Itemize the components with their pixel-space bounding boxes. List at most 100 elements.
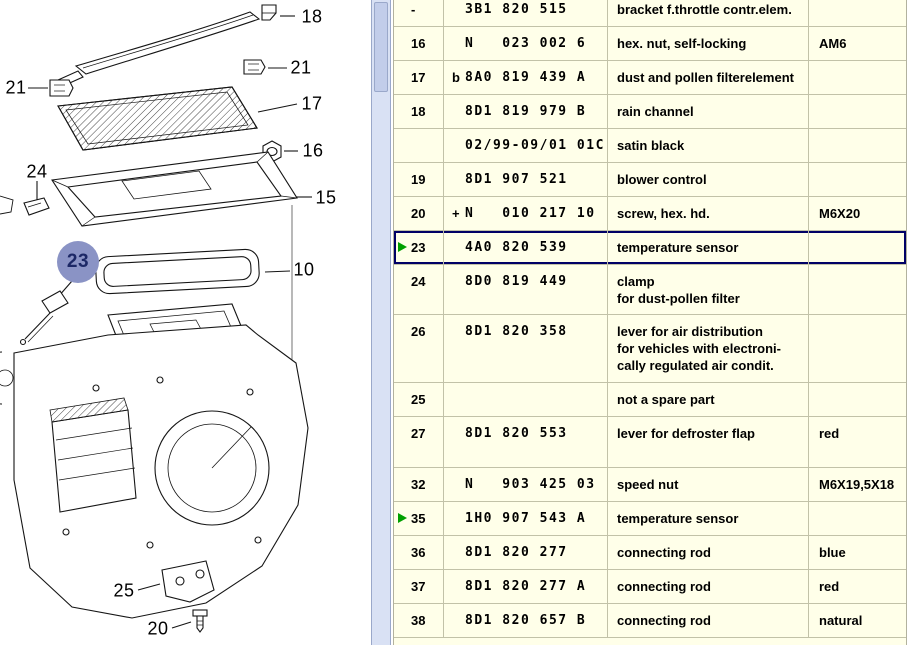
cell-description: clamp for dust-pollen filter bbox=[608, 265, 809, 314]
cell-position: 36 bbox=[394, 536, 444, 569]
cell-description: not a spare part bbox=[608, 383, 809, 416]
cell-remark bbox=[809, 61, 906, 94]
cell-description: connecting rod bbox=[608, 570, 809, 603]
cell-remark: natural bbox=[819, 613, 863, 628]
position-number: 32 bbox=[411, 477, 426, 492]
scrollbar-thumb[interactable] bbox=[374, 2, 388, 92]
part-flag bbox=[452, 544, 465, 567]
part-flag: + bbox=[452, 206, 460, 221]
diagram-callout-24[interactable]: 24 bbox=[26, 161, 48, 182]
diagram-callout-15[interactable]: 15 bbox=[315, 187, 337, 208]
cell-remark bbox=[809, 231, 906, 264]
diagram-callout-23[interactable]: 23 bbox=[57, 241, 99, 283]
table-row[interactable]: 37 8D1 820 277 A connecting rod red bbox=[394, 570, 906, 604]
cell-position: 16 bbox=[394, 27, 444, 60]
part-flag bbox=[452, 476, 465, 499]
part-number: 4A0 820 539 bbox=[465, 240, 568, 255]
cell-description: lever for defroster flap bbox=[608, 417, 809, 467]
part-number: 3B1 820 515 bbox=[465, 2, 568, 17]
cell-description: blower control bbox=[608, 163, 809, 196]
cell-remark bbox=[809, 265, 906, 314]
cell-position: 17 bbox=[394, 61, 444, 94]
position-number: 16 bbox=[411, 36, 426, 51]
part-flag bbox=[452, 137, 465, 160]
cell-position bbox=[394, 129, 444, 162]
cell-remark bbox=[809, 163, 906, 196]
diagram-callout-16[interactable]: 16 bbox=[302, 140, 324, 161]
part-flag bbox=[452, 273, 465, 312]
diagram-callout-21[interactable]: 21 bbox=[290, 57, 312, 78]
part-number: 8D1 819 979 B bbox=[465, 104, 587, 119]
part-flag bbox=[452, 578, 465, 601]
position-number: 23 bbox=[411, 240, 426, 255]
vertical-scrollbar[interactable] bbox=[371, 0, 391, 645]
cell-part-number: 3B1 820 515 bbox=[444, 0, 608, 26]
clip-18-part bbox=[261, 4, 295, 21]
cell-part-number: N 023 002 6 bbox=[444, 27, 608, 60]
position-number: 24 bbox=[411, 274, 426, 289]
diagram-callout-18[interactable]: 18 bbox=[301, 6, 323, 27]
diagram-callout-25[interactable]: 25 bbox=[113, 580, 135, 601]
cell-part-number: +N 010 217 10 bbox=[444, 197, 608, 230]
cell-part-number: 8D1 820 553 bbox=[444, 417, 608, 467]
cell-part-number: 8D1 820 358 bbox=[444, 315, 608, 382]
position-number: 38 bbox=[411, 613, 426, 628]
cell-position: 32 bbox=[394, 468, 444, 501]
temperature-sensor-part bbox=[19, 280, 73, 346]
position-number: 37 bbox=[411, 579, 426, 594]
blower-opening bbox=[154, 410, 270, 526]
part-number: N 903 425 03 bbox=[465, 477, 596, 492]
clip-21-left-part bbox=[28, 79, 74, 97]
position-number: 19 bbox=[411, 172, 426, 187]
part-number: 8D1 820 277 bbox=[465, 545, 568, 560]
part-number: 8D1 820 277 A bbox=[465, 579, 587, 594]
cell-position: - bbox=[394, 0, 444, 26]
table-row[interactable]: 26 8D1 820 358 lever for air distribution … bbox=[394, 315, 906, 383]
cell-remark: red bbox=[819, 426, 840, 441]
part-flag bbox=[452, 103, 465, 126]
part-flag bbox=[452, 239, 465, 262]
selected-part-marker-icon bbox=[398, 242, 407, 252]
diagram-callout-17[interactable]: 17 bbox=[301, 93, 323, 114]
cell-remark: red bbox=[819, 579, 840, 594]
cell-part-number: 8D1 907 521 bbox=[444, 163, 608, 196]
position-number: 18 bbox=[411, 104, 426, 119]
diagram-callout-21[interactable]: 21 bbox=[5, 77, 27, 98]
cell-remark bbox=[809, 502, 906, 535]
part-flag bbox=[452, 1, 465, 24]
position-number: 20 bbox=[411, 206, 426, 221]
cell-part-number: 8D1 820 277 bbox=[444, 536, 608, 569]
cell-remark: AM6 bbox=[819, 36, 847, 51]
cell-position: 26 bbox=[394, 315, 444, 382]
part-number: 8D1 820 358 bbox=[465, 324, 568, 339]
cell-description: lever for air distribution for vehicles … bbox=[608, 315, 809, 382]
cell-position: 18 bbox=[394, 95, 444, 128]
part-number: 8D0 819 449 bbox=[465, 274, 568, 289]
part-flag bbox=[452, 612, 465, 635]
position-number: 26 bbox=[411, 324, 426, 339]
cell-part-number: 1H0 907 543 A bbox=[444, 502, 608, 535]
cell-remark bbox=[809, 0, 906, 26]
diagram-callout-20[interactable]: 20 bbox=[147, 618, 169, 639]
clip-21-right-part bbox=[243, 59, 287, 75]
cell-remark: blue bbox=[819, 545, 846, 560]
table-row[interactable]: 24 8D0 819 449 clamp for dust-pollen filte… bbox=[394, 265, 906, 315]
rain-channel-part bbox=[57, 11, 261, 87]
diagram-callout-10[interactable]: 10 bbox=[293, 259, 315, 280]
